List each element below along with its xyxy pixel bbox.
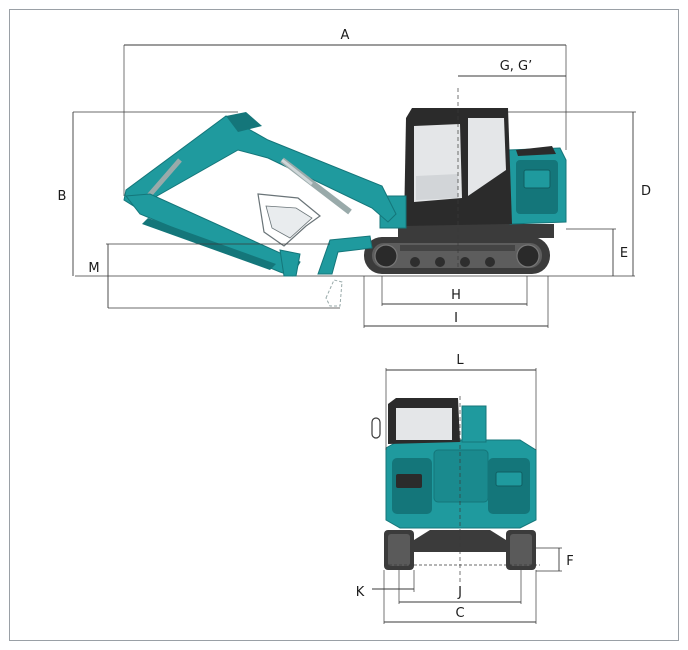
label-h: H [451,288,461,303]
label-a: A [341,28,350,43]
label-m: M [88,261,99,276]
label-b: B [58,189,67,204]
label-l: L [456,353,464,368]
label-d: D [641,184,651,199]
mirror-icon [371,417,381,439]
label-f: F [566,554,573,569]
label-g: G, G’ [500,59,533,74]
side-dimensions [72,44,636,328]
dimension-labels: A G, G’ B D E M H I L F J K C [58,28,651,621]
label-i: I [454,311,458,326]
label-c: C [455,606,464,621]
label-k: K [356,585,365,600]
side-view [75,88,635,307]
boom [123,112,397,223]
upper-structure [379,108,567,238]
dozer-blade [317,235,373,307]
label-e: E [620,246,628,261]
front-view [371,396,540,582]
label-j: J [457,585,462,600]
front-dimensions [372,368,562,624]
bucket [257,193,321,277]
side-track [364,237,550,274]
diagram-frame [9,9,679,641]
